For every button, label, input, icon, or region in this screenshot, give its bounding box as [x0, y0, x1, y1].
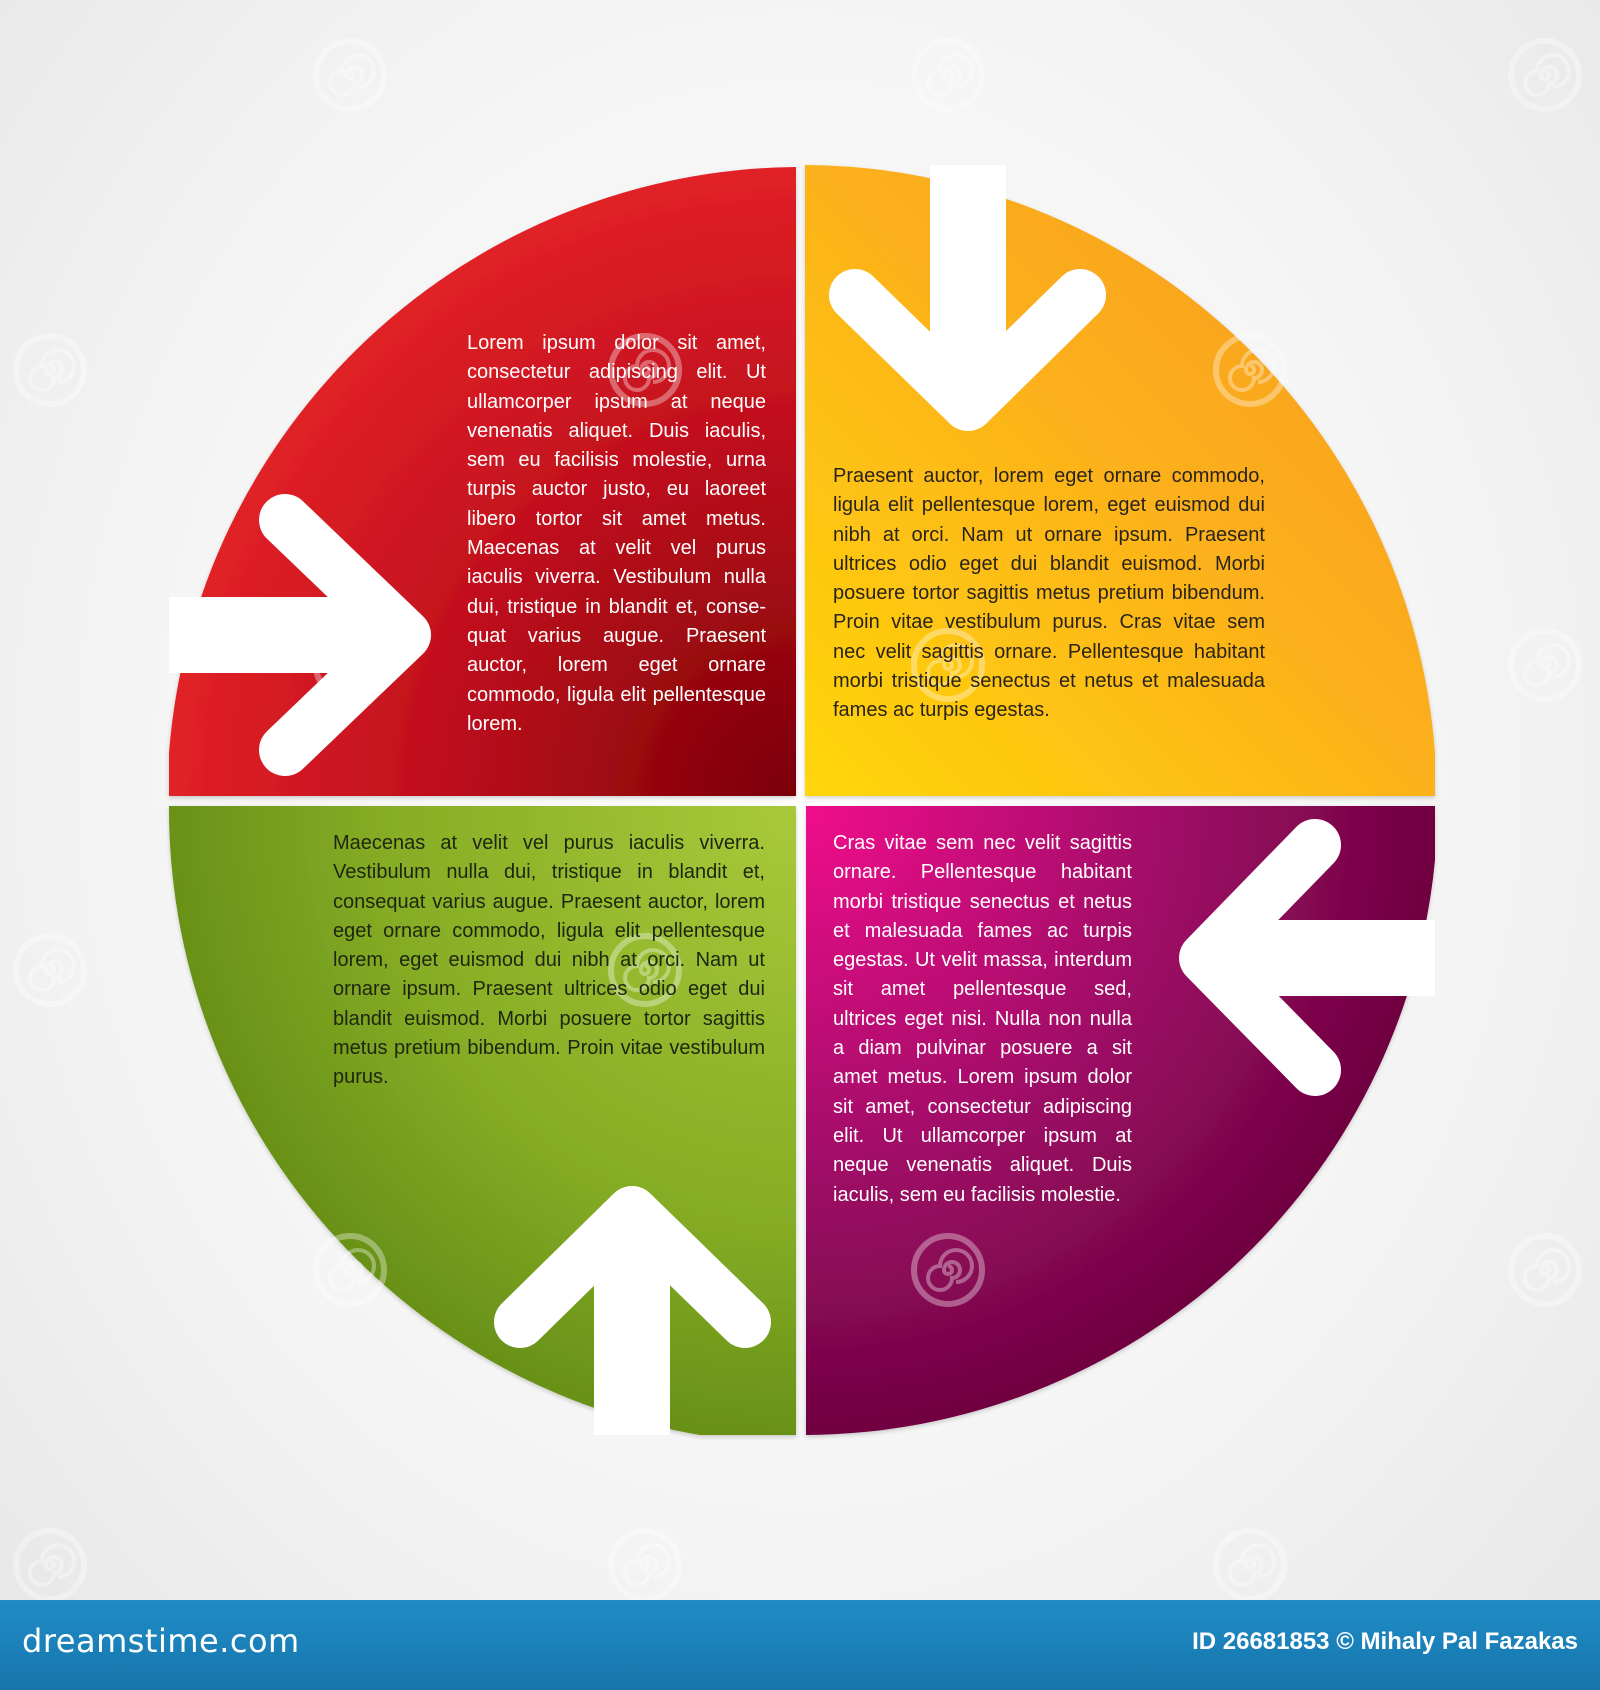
watermark-spiral-icon	[1511, 1236, 1579, 1304]
arrow-left-shaft	[1235, 920, 1435, 996]
watermark-spiral-icon	[1511, 631, 1579, 699]
arrow-down-icon	[829, 269, 1106, 431]
watermark-spiral-icon	[1216, 1531, 1284, 1599]
arrow-up-icon	[494, 1186, 771, 1348]
watermark-spiral-icon	[16, 336, 84, 404]
watermark-spiral-icon	[611, 1531, 679, 1599]
watermark-spiral-icon	[16, 1531, 84, 1599]
arrow-down-shaft	[930, 165, 1006, 375]
watermark-spiral-icon	[914, 41, 982, 109]
quadrant-purple-text: Cras vitae sem nec velit sagit­tis ornar…	[833, 832, 1132, 1206]
four-quadrant-arrow-diagram	[0, 0, 1600, 1600]
arrow-up-shaft	[594, 1245, 670, 1435]
footer-bar: dreamstime.com ID 26681853 © Mihaly Pal …	[0, 1600, 1600, 1690]
arrow-right-icon	[259, 494, 431, 776]
footer-credit: ID 26681853 © Mihaly Pal Fazakas	[1192, 1628, 1578, 1655]
quadrant-green-text: Maecenas at velit vel purus iaculis vive…	[333, 832, 765, 1089]
quadrant-orange-text: Praesent auctor, lorem eget ornare com­m…	[833, 465, 1265, 722]
watermark-spiral-icon	[316, 41, 384, 109]
watermark-spiral-icon	[16, 936, 84, 1004]
footer-logo[interactable]: dreamstime.com	[22, 1622, 300, 1660]
arrow-left-icon	[1179, 819, 1341, 1096]
watermark-spiral-icon	[1511, 41, 1579, 109]
quadrant-red-text: Lorem ipsum dolor sit amet, consectetur …	[467, 332, 766, 735]
